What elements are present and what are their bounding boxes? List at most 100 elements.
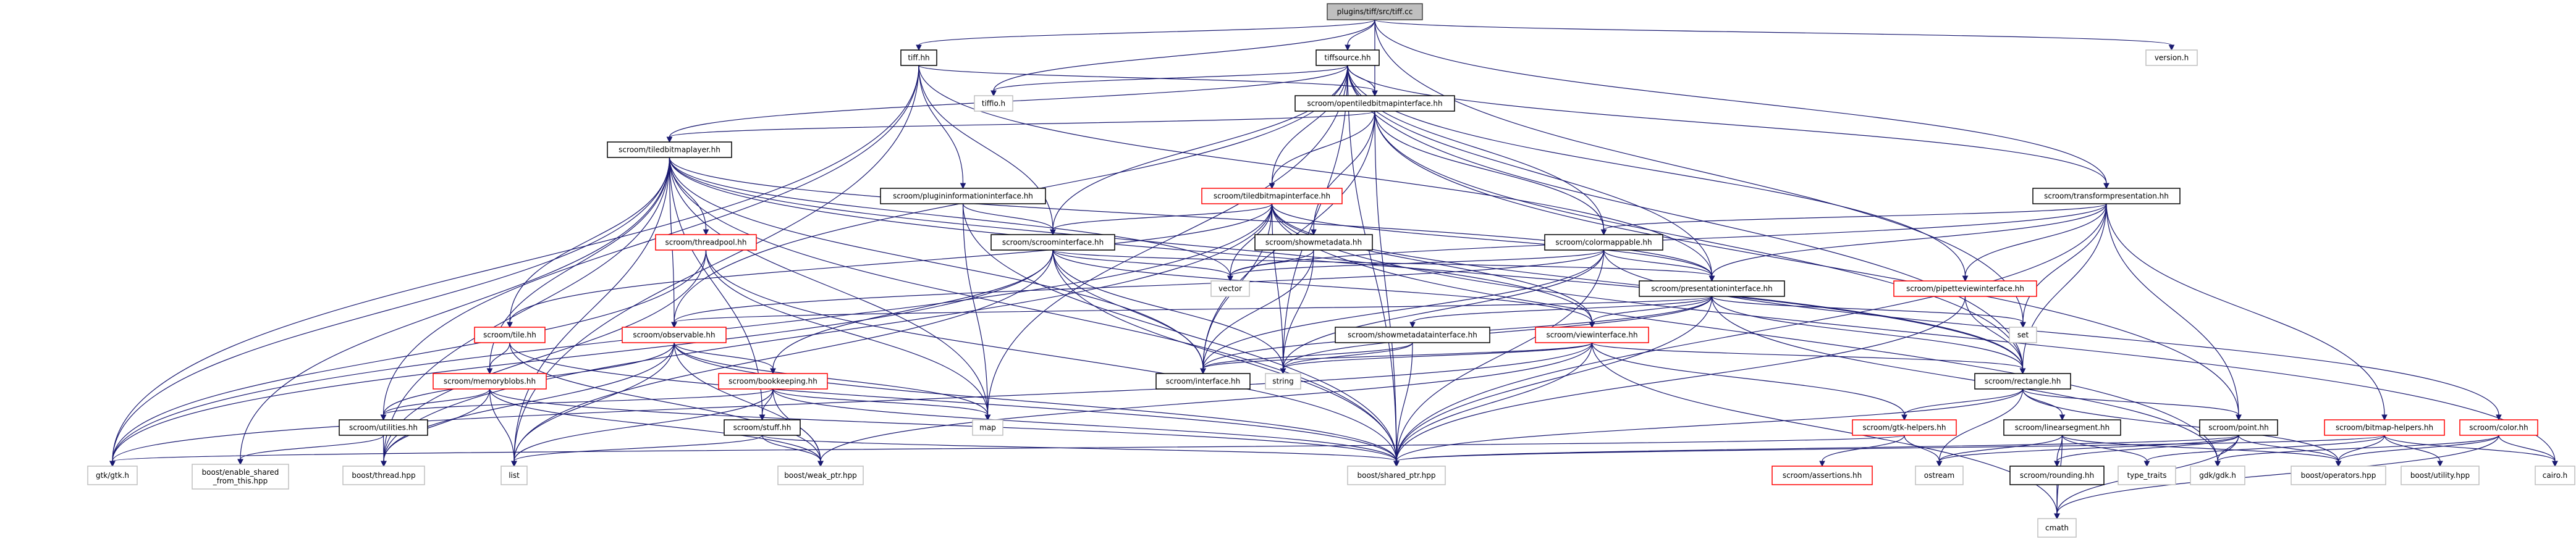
node-linearsegment-hh[interactable]: scroom/linearsegment.hh	[2003, 419, 2121, 436]
edge-line	[674, 296, 1713, 323]
node-memoryblobs-hh[interactable]: scroom/memoryblobs.hh	[433, 373, 547, 390]
edge-bitmap_helpers_hh-to-type_traits	[2143, 435, 2385, 467]
edge-line	[240, 157, 670, 460]
node-pipetteviewinterface-hh[interactable]: scroom/pipetteviewinterface.hh	[1893, 280, 2037, 297]
edge-color_hh-to-operators_hpp	[2335, 435, 2499, 467]
node-point-hh[interactable]: scroom/point.hh	[2199, 419, 2278, 436]
node-observable-hh[interactable]: scroom/observable.hh	[622, 327, 727, 343]
nodes-layer: plugins/tiff/src/tiff.cc tiff.hh tiffsourc…	[87, 3, 2575, 538]
edge-line	[761, 435, 821, 462]
node-stuff-hh[interactable]: scroom/stuff.hh	[724, 419, 801, 436]
edge-gtk_helpers_hh-to-ostream	[1904, 435, 1943, 467]
node-rounding-hh[interactable]: scroom/rounding.hh	[2009, 466, 2105, 485]
node-label: scroom/memoryblobs.hh	[444, 377, 536, 386]
edge-rounding_hh-to-cmath	[2054, 485, 2060, 520]
node-tiff-cc[interactable]: plugins/tiff/src/tiff.cc	[1327, 3, 1423, 20]
edge-line	[918, 65, 1713, 277]
node-box	[655, 234, 757, 251]
edge-line	[772, 388, 989, 416]
edge-line	[918, 65, 964, 184]
node-label: scroom/plugininformationinterface.hh	[893, 192, 1033, 201]
node-showmetadata-hh[interactable]: scroom/showmetadata.hh	[1254, 234, 1373, 251]
node-tiffsource-hh[interactable]: tiffsource.hh	[1315, 49, 1380, 66]
edge-line	[509, 203, 1273, 323]
arrowhead-icon	[1050, 229, 1056, 236]
node-label: version.h	[2155, 54, 2189, 62]
node-interface-hh[interactable]: scroom/interface.hh	[1155, 373, 1251, 390]
edge-line	[918, 65, 1054, 230]
node-string: string	[1265, 373, 1301, 390]
arrowhead-icon	[916, 44, 922, 51]
arrowhead-icon	[2215, 461, 2221, 467]
node-label: type_traits	[2127, 471, 2166, 480]
node-label: scroom/presentationinterface.hh	[1651, 285, 1772, 293]
node-box	[990, 234, 1115, 251]
node-threadpool-hh[interactable]: scroom/threadpool.hh	[655, 234, 757, 251]
node-tiledbitmapinterface-hh[interactable]: scroom/tiledbitmapinterface.hh	[1201, 188, 1343, 204]
edge-bookkeeping_hh-to-utilities_hh	[380, 388, 774, 421]
edge-line	[1052, 249, 1204, 369]
node-transformpresentation-hh[interactable]: scroom/transformpresentation.hh	[2032, 188, 2181, 204]
edge-line	[2238, 435, 2339, 462]
edge-line	[1711, 296, 2218, 462]
edge-line	[1374, 19, 2024, 323]
node-gtk-helpers-hh[interactable]: scroom/gtk-helpers.hh	[1852, 419, 1957, 436]
edge-line	[1591, 342, 1905, 416]
node-set: set	[2009, 327, 2037, 343]
edge-presentationinterface_hh-to-observable_hh	[671, 296, 1713, 328]
edge-line	[1313, 111, 1375, 230]
node-colormappable-hh[interactable]: scroom/colormappable.hh	[1544, 234, 1663, 251]
edge-line	[993, 65, 1348, 91]
node-utilities-hh[interactable]: scroom/utilities.hh	[339, 419, 428, 436]
node-operators-hpp: boost/operators.hpp	[2291, 466, 2386, 485]
node-showmetadatainterface-hh[interactable]: scroom/showmetadatainterface.hh	[1335, 327, 1490, 343]
node-color-hh[interactable]: scroom/color.hh	[2459, 419, 2538, 436]
edge-line	[1052, 249, 1713, 277]
edge-line	[1271, 111, 1375, 184]
edge-transformpresentation_hh-to-shared_ptr_hpp	[1393, 203, 2107, 467]
node-presentationinterface-hh[interactable]: scroom/presentationinterface.hh	[1639, 280, 1785, 297]
arrowhead-icon	[1409, 322, 1416, 328]
edge-line	[1374, 111, 2024, 369]
node-box	[2199, 419, 2278, 436]
edge-line	[2022, 203, 2107, 323]
edge-line	[1374, 111, 2239, 416]
edge-line	[1591, 342, 2024, 369]
node-opentiledbitmapinterface-hh[interactable]: scroom/opentiledbitmapinterface.hh	[1294, 95, 1455, 112]
edge-scroominterface_hh-to-string	[1052, 249, 1286, 375]
node-tiff-hh[interactable]: tiff.hh	[900, 49, 937, 66]
edge-color_hh-to-cairo_h	[2498, 435, 2558, 467]
node-bitmap-helpers-hh[interactable]: scroom/bitmap-helpers.hh	[2324, 419, 2445, 436]
edge-colormappable_hh-to-interface_hh	[1200, 249, 1605, 375]
node-scroominterface-hh[interactable]: scroom/scroominterface.hh	[990, 234, 1115, 251]
edge-line	[2056, 435, 2499, 514]
node-plugininformationinterface-hh[interactable]: scroom/plugininformationinterface.hh	[880, 188, 1046, 204]
node-viewinterface-hh[interactable]: scroom/viewinterface.hh	[1535, 327, 1649, 343]
node-rectangle-hh[interactable]: scroom/rectangle.hh	[1974, 373, 2071, 390]
edge-rectangle_hh-to-linearsegment_hh	[2022, 388, 2066, 421]
edge-line	[2022, 388, 2239, 416]
node-tile-hh[interactable]: scroom/tile.hh	[474, 327, 546, 343]
arrowhead-icon	[1345, 44, 1351, 51]
edge-line	[513, 388, 774, 462]
edge-line	[1052, 249, 1593, 323]
edge-line	[112, 157, 670, 462]
edge-line	[509, 342, 821, 462]
edge-tiff_hh-to-scroominterface_hh	[918, 65, 1056, 236]
node-bookkeeping-hh[interactable]: scroom/bookkeeping.hh	[718, 373, 828, 390]
edge-line	[2106, 203, 2385, 416]
node-tiledbitmaplayer-hh[interactable]: scroom/tiledbitmaplayer.hh	[607, 141, 732, 158]
edge-rectangle_hh-to-point_hh	[2022, 388, 2242, 421]
edge-line	[674, 249, 1605, 323]
edge-line	[1271, 203, 1284, 369]
edge-line	[1396, 435, 2385, 462]
node-box	[974, 95, 1013, 112]
edge-pipetteviewinterface_hh-to-shared_ptr_hpp	[1393, 296, 1966, 467]
edge-bookkeeping_hh-to-shared_ptr_hpp	[772, 388, 1400, 467]
arrowhead-icon	[703, 229, 709, 236]
edge-memoryblobs_hh-to-utilities_hh	[380, 388, 491, 421]
node-assertions-hh[interactable]: scroom/assertions.hh	[1772, 466, 1873, 485]
edge-line	[383, 249, 707, 462]
arrowhead-icon	[1936, 461, 1943, 467]
edge-line	[669, 157, 2024, 369]
